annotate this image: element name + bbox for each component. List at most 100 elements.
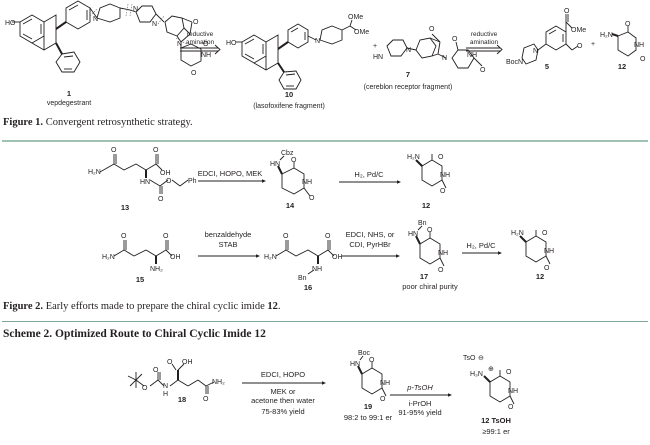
compound-name: (lasofoxifene fragment): [253, 103, 325, 110]
atom-label: OMe: [354, 29, 369, 36]
reaction-arrow: [342, 254, 400, 258]
reaction-conditions: benzaldehyde: [205, 230, 252, 239]
compound-number: 14: [286, 201, 295, 210]
atom-label: O: [193, 19, 199, 26]
compound-7-structure: [386, 33, 483, 69]
arrow-label: reductive: [187, 31, 214, 38]
atom-label: H₂N: [600, 32, 613, 39]
scheme-2-title: Scheme 2. Optimized Route to Chiral Cycl…: [3, 328, 266, 340]
atom-label: O: [440, 188, 446, 195]
atom-label: OMe: [348, 14, 363, 21]
atom-label: O: [427, 227, 433, 234]
compound-18-structure: [127, 363, 215, 394]
compound-number: 10: [285, 90, 293, 99]
compound-12-tsoh-structure: [483, 370, 515, 405]
atom-label: HO: [226, 40, 237, 47]
compound-number: 17: [420, 272, 428, 281]
compound-5-structure: [521, 14, 579, 65]
atom-label: N: [315, 38, 320, 45]
retro-arrow-1: [180, 44, 221, 55]
atom-label: BocN: [506, 59, 523, 66]
atom-label: H₃N: [470, 371, 483, 378]
compound-15-structure: [113, 240, 173, 264]
caption-compound-ref: 12: [267, 301, 278, 312]
reaction-arrow: [198, 179, 266, 183]
atom-label: HO: [5, 20, 16, 27]
atom-label: H₂N: [102, 254, 115, 261]
atom-label: O: [203, 41, 209, 48]
reaction-conditions: CDI, PyrHBr: [349, 240, 391, 249]
caption-period: .: [277, 301, 281, 312]
atom-label: H₂N: [264, 254, 277, 261]
reaction-conditions: acetone then water: [251, 396, 315, 405]
compound-10-structure: [236, 19, 357, 90]
caption-text: Early efforts made to prepare the chiral…: [43, 301, 268, 312]
reaction-conditions: H₂, Pd/C: [466, 241, 496, 250]
reaction-arrow: [198, 254, 260, 258]
atom-label: NH₂: [212, 379, 225, 386]
reaction-conditions: EDCI, HOPO: [261, 370, 305, 379]
atom-label: O: [542, 230, 548, 237]
atom-label: NH: [508, 388, 518, 395]
plus-sign: +: [591, 41, 595, 48]
compound-12-structure: [415, 154, 447, 189]
atom-label: O: [480, 67, 486, 74]
reaction-conditions: i-PrOH: [409, 399, 432, 408]
atom-label: O: [309, 195, 315, 202]
atom-label: O: [544, 265, 550, 272]
atom-label: HN: [140, 179, 150, 186]
atom-label: NH₂: [150, 266, 163, 273]
atom-label: O: [111, 147, 117, 154]
arrow-label: amination: [470, 39, 499, 46]
compound-number: 12 TsOH: [481, 416, 511, 425]
atom-label: NH: [634, 42, 644, 49]
caption-label: Figure 1.: [3, 117, 44, 128]
compound-13-structure: [99, 154, 189, 194]
section-divider: [2, 140, 648, 142]
atom-label: N: [442, 55, 447, 62]
reaction-yield: 75-83% yield: [261, 407, 304, 416]
atom-label: NH: [440, 172, 450, 179]
atom-label: O: [369, 357, 375, 364]
compound-number: 16: [304, 283, 312, 292]
atom-label: O: [325, 233, 331, 240]
reaction-arrow: [390, 393, 452, 397]
compound-19-structure: [357, 355, 387, 397]
atom-label: Cbz: [281, 150, 294, 157]
reaction-conditions: EDCI, HOPO, MEK: [198, 169, 263, 178]
atom-label: O: [291, 157, 297, 164]
atom-label: O: [452, 36, 458, 43]
compound-17-structure: [415, 225, 445, 267]
compound-note: poor chiral purity: [402, 282, 458, 291]
reaction-arrow: [242, 381, 326, 385]
section-divider: [2, 321, 648, 322]
atom-label: Bn: [418, 220, 427, 227]
atom-label: OMe: [571, 27, 586, 34]
atom-label: Ph: [188, 178, 197, 185]
caption-text: Convergent retrosynthetic strategy.: [43, 117, 193, 128]
compound-number: 12: [536, 272, 544, 281]
compound-16-structure: [275, 240, 335, 275]
atom-label: N: [133, 6, 138, 13]
atom-label: OH: [160, 170, 171, 177]
atom-label: N: [163, 383, 168, 390]
atom-label: N: [406, 47, 411, 54]
atom-label: ⊖: [478, 355, 484, 362]
atom-label: H₂N: [407, 154, 420, 161]
reaction-conditions: MEK or: [270, 387, 296, 396]
atom-label: O: [283, 233, 289, 240]
atom-label: O: [625, 21, 631, 28]
atom-label: N: [533, 48, 538, 55]
atom-label: N: [93, 16, 98, 23]
reaction-conditions: STAB: [218, 240, 237, 249]
atom-label: H₂N: [511, 230, 524, 237]
compound-name: vepdegestrant: [47, 100, 91, 107]
atom-label: NH: [201, 52, 211, 59]
atom-label: O: [166, 178, 172, 185]
reaction-arrow: [339, 180, 401, 184]
plus-sign: +: [373, 43, 377, 50]
arrow-label: reductive: [471, 31, 498, 38]
atom-label: HN: [270, 161, 280, 168]
compound-number: 1: [67, 89, 71, 98]
